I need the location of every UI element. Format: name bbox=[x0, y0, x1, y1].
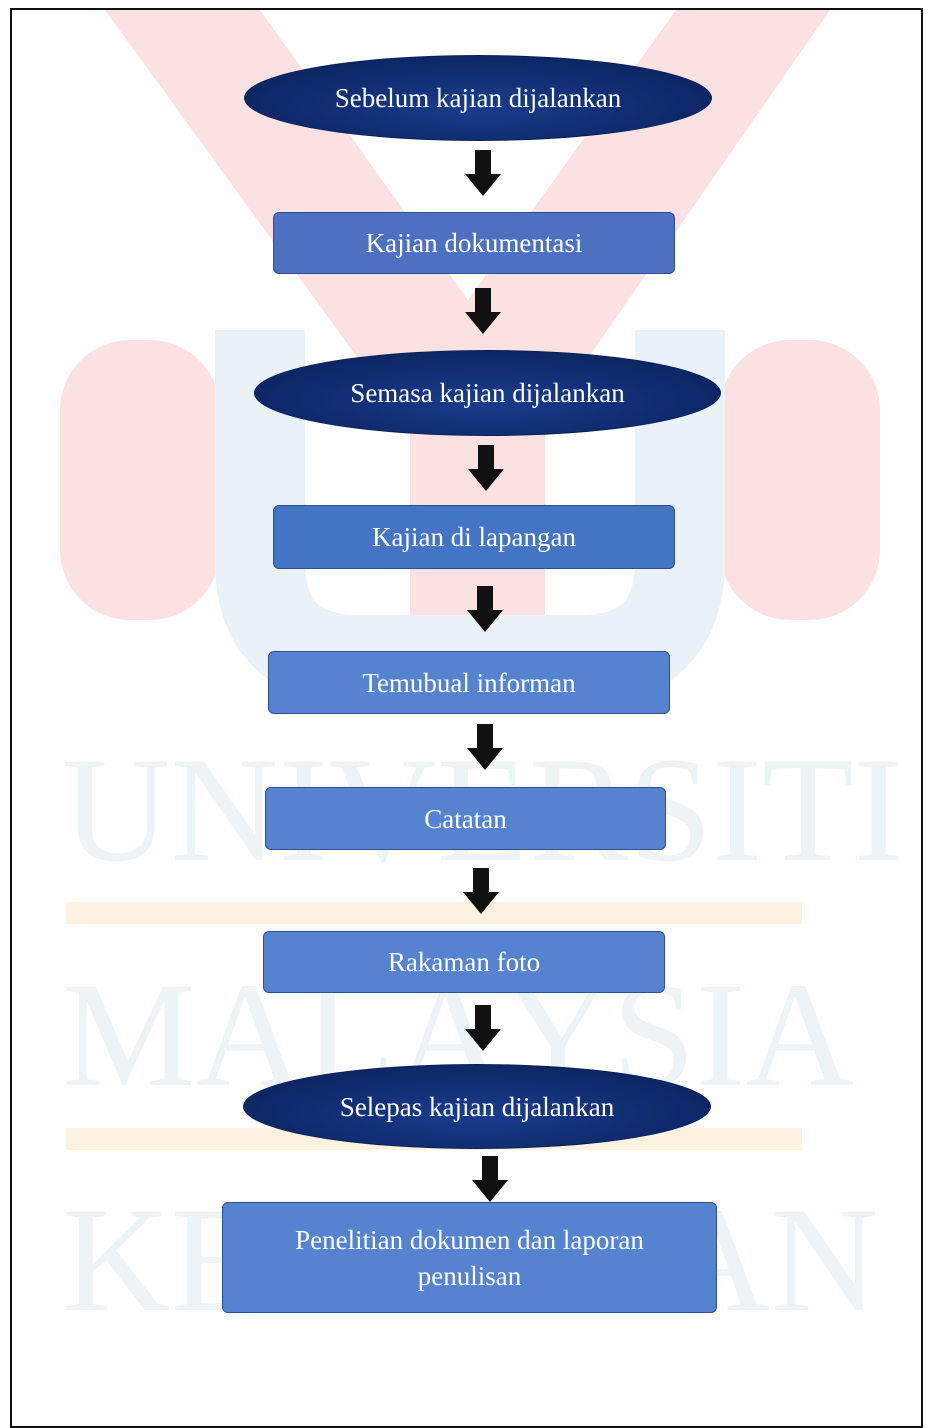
arrow-down-icon bbox=[472, 1156, 508, 1202]
watermark-bar-top bbox=[66, 902, 802, 924]
arrow-down-icon bbox=[467, 724, 503, 770]
before-stage-node: Sebelum kajian dijalankan bbox=[244, 55, 712, 141]
arrow-down-icon bbox=[463, 868, 499, 914]
wm-char: T bbox=[762, 727, 854, 893]
before-stage-label: Sebelum kajian dijalankan bbox=[334, 83, 622, 113]
notes-label: Catatan bbox=[424, 803, 507, 834]
wm-char: M bbox=[62, 952, 196, 1118]
arrow-down-icon bbox=[467, 586, 503, 632]
wm-char: U bbox=[62, 727, 171, 893]
arrow-down-icon bbox=[465, 1005, 501, 1051]
wm-char: N bbox=[770, 1177, 879, 1343]
wm-char: K bbox=[62, 1177, 171, 1343]
wm-char: N bbox=[170, 727, 279, 893]
after-stage-label: Selepas kajian dijalankan bbox=[339, 1091, 615, 1122]
photo-node: Rakaman foto bbox=[263, 931, 665, 993]
arrow-down-icon bbox=[465, 150, 501, 196]
notes-node: Catatan bbox=[265, 787, 666, 850]
field-study-node: Kajian di lapangan bbox=[273, 505, 675, 569]
during-stage-node: Semasa kajian dijalankan bbox=[254, 350, 721, 436]
wm-char: I bbox=[695, 952, 746, 1118]
after-stage-node: Selepas kajian dijalankan bbox=[243, 1064, 711, 1149]
interview-label: Temubual informan bbox=[362, 667, 576, 698]
wm-char: A bbox=[745, 952, 854, 1118]
wm-char: I bbox=[853, 727, 904, 893]
during-stage-label: Semasa kajian dijalankan bbox=[350, 378, 625, 408]
arrow-down-icon bbox=[465, 288, 501, 334]
field-study-label: Kajian di lapangan bbox=[372, 522, 576, 552]
interview-node: Temubual informan bbox=[268, 651, 670, 714]
wm-char: I bbox=[712, 727, 763, 893]
doc-study-label: Kajian dokumentasi bbox=[365, 228, 583, 258]
arrow-down-icon bbox=[468, 445, 504, 491]
final-step-node: Penelitian dokumen dan laporan penulisan bbox=[222, 1202, 717, 1313]
photo-label: Rakaman foto bbox=[387, 947, 541, 977]
doc-study-node: Kajian dokumentasi bbox=[273, 212, 675, 274]
final-step-label: Penelitian dokumen dan laporan penulisan bbox=[295, 1224, 644, 1291]
